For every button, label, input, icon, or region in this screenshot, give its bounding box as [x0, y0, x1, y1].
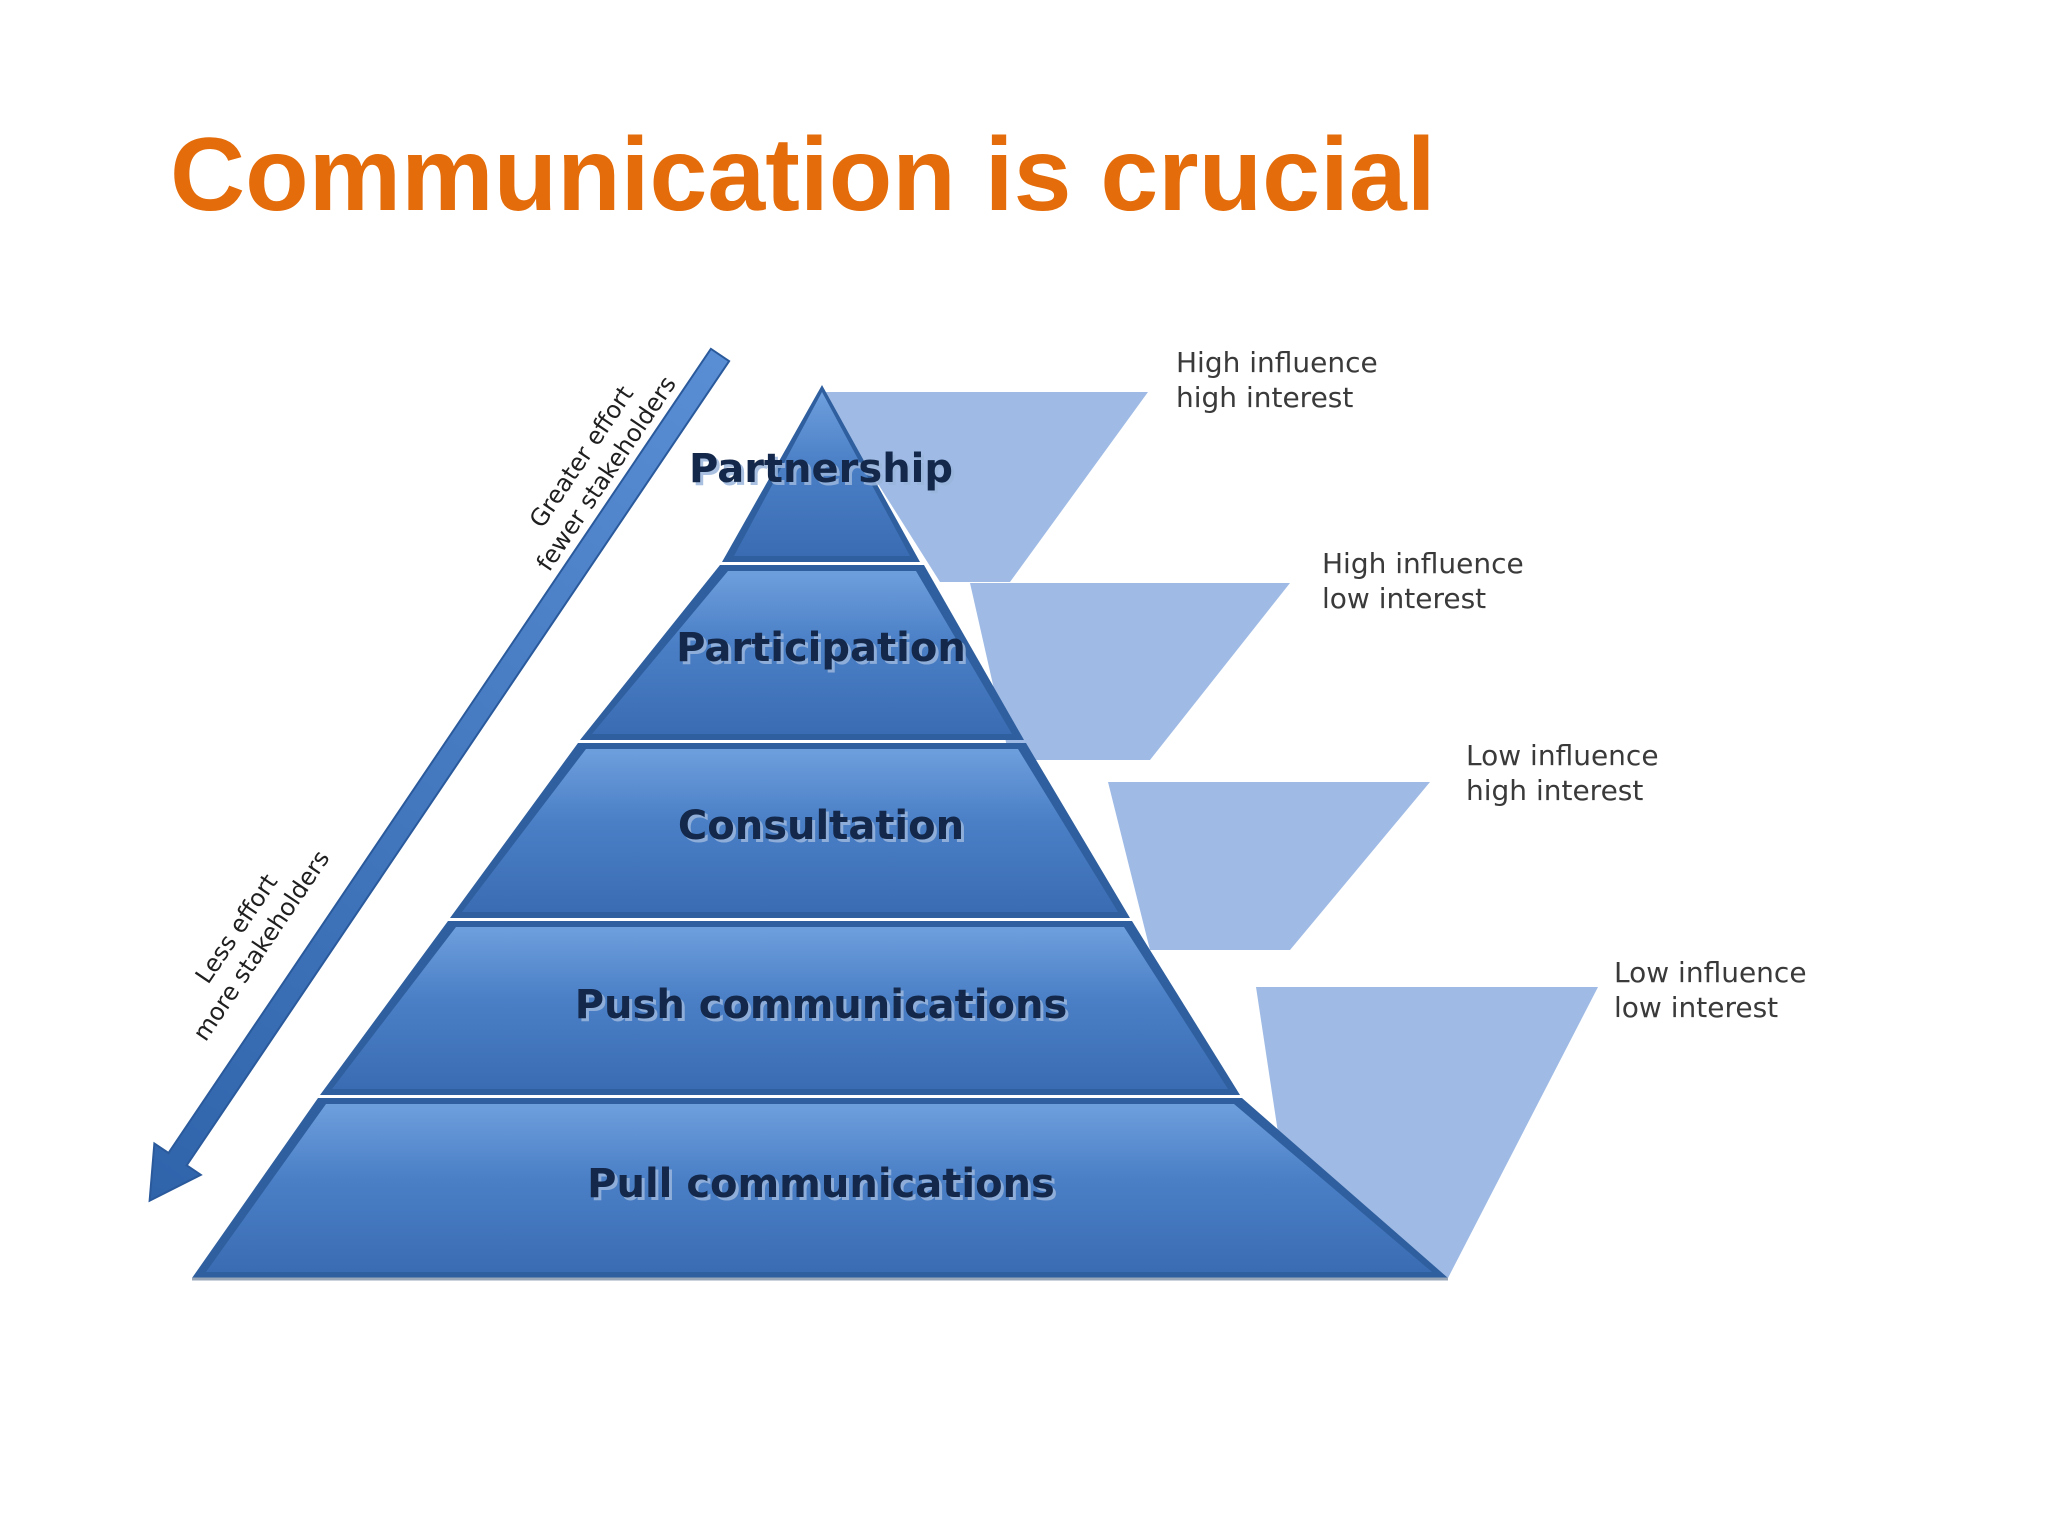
callout-1-line1: High influence: [1176, 346, 1378, 379]
tier-consultation: Consultation Consultation: [450, 743, 1130, 918]
tier-participation: Participation Participation: [580, 565, 1024, 740]
tier-push-communications: Push communications Push communications: [320, 921, 1240, 1095]
callout-4-line1: Low influence: [1614, 956, 1807, 989]
tier-partnership: Partnership Partnership: [689, 385, 956, 562]
tier-label: Participation: [676, 625, 966, 671]
tier-label: Partnership: [689, 446, 953, 492]
callout-labels: High influence high interest High influe…: [1176, 346, 1807, 1024]
pyramid: Partnership Partnership Participation Pa…: [192, 385, 1448, 1281]
callout-3-line2: high interest: [1466, 774, 1643, 807]
tier-label: Push communications: [575, 982, 1068, 1028]
callout-flag-3: [1108, 782, 1430, 950]
callout-flag-1: [820, 392, 1148, 582]
callout-flag-2: [970, 583, 1290, 760]
callout-2-line1: High influence: [1322, 547, 1524, 580]
tier-pull-communications: Pull communications Pull communications: [192, 1098, 1448, 1278]
callout-1-line2: high interest: [1176, 381, 1353, 414]
tier-label: Consultation: [678, 803, 964, 849]
tier-label-shadow: Pull communications: [590, 1164, 1058, 1210]
tier-label-shadow: Partnership: [692, 449, 956, 495]
callout-4-line2: low interest: [1614, 991, 1778, 1024]
callout-2-line2: low interest: [1322, 582, 1486, 615]
callout-3-line1: Low influence: [1466, 739, 1659, 772]
effort-arrow-shape: [148, 347, 731, 1203]
slide-title: Communication is crucial: [170, 117, 1436, 233]
tier-label-shadow: Push communications: [578, 985, 1071, 1031]
tier-label-shadow: Consultation: [681, 806, 967, 852]
tier-label-shadow: Participation: [679, 628, 969, 674]
tier-label: Pull communications: [587, 1161, 1055, 1207]
